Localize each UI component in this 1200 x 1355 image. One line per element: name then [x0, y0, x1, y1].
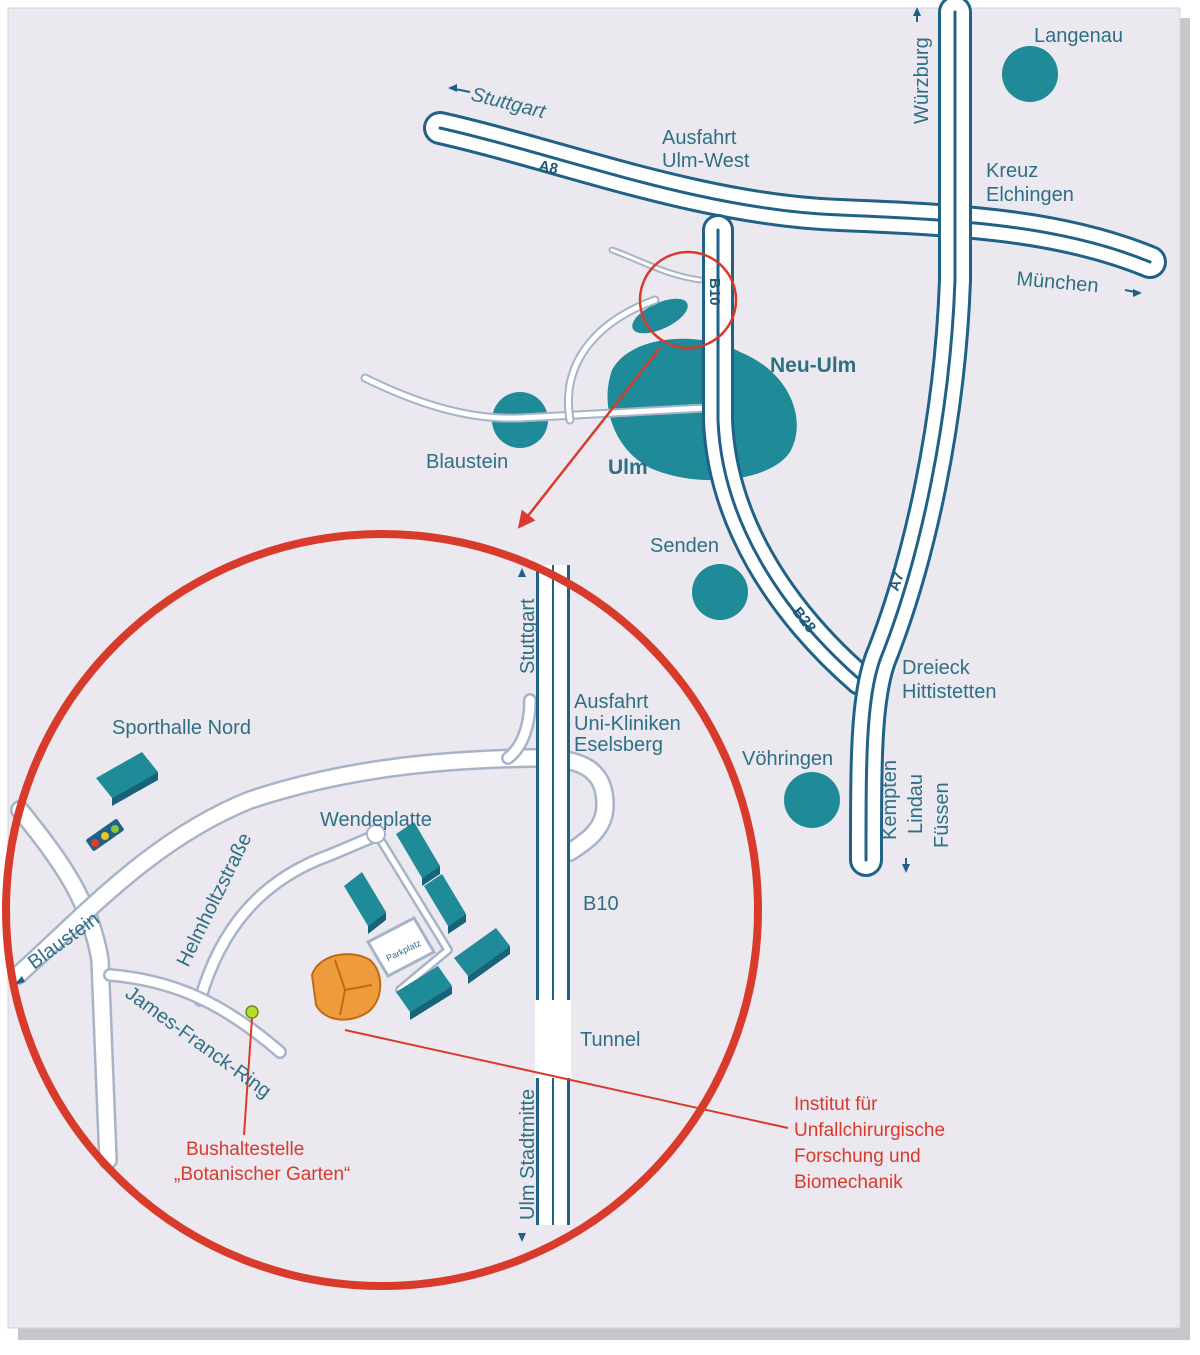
direction-arrows: [448, 7, 1142, 873]
kempten-direction-label: Kempten: [879, 760, 901, 840]
lindau-direction-label: Lindau: [905, 774, 927, 834]
kreuz-elchingen-label-line1: Kreuz: [986, 160, 1038, 182]
exit-unikliniken-label-line1: Ausfahrt: [574, 691, 649, 713]
tunnel-label: Tunnel: [580, 1029, 640, 1051]
ulm-stadtmitte-label: Ulm Stadtmitte: [517, 1089, 539, 1220]
b10-label: B10: [706, 278, 723, 306]
senden-label: Senden: [650, 535, 719, 557]
a8-highway: [423, 111, 1167, 279]
b10-b28-road: [702, 214, 876, 696]
map-background: [7, 7, 1181, 1329]
detail-stuttgart-label: Stuttgart: [517, 598, 539, 674]
dreieck-hittistetten-label-line2: Hittistetten: [902, 681, 996, 703]
ulm-west-exit-label-line2: Ulm-West: [662, 150, 750, 172]
detail-map: Parkplatz Stuttgart Ausfahrt Uni-Klinike…: [8, 565, 945, 1242]
institute-label-line1: Institut für: [794, 1094, 878, 1115]
blaustein-label: Blaustein: [426, 451, 508, 473]
wendeplatte-label: Wendeplatte: [320, 809, 432, 831]
voehringen-label: Vöhringen: [742, 748, 833, 770]
building-cluster: [344, 822, 510, 1020]
zoom-highlight-circle: [638, 250, 738, 350]
bus-stop-label-line2: „Botanischer Garten“: [174, 1164, 350, 1185]
traffic-light-icon: [86, 819, 124, 851]
stuttgart-arrow-icon: [518, 568, 526, 577]
institute-building: [310, 953, 382, 1021]
bus-stop-leader-line: [243, 1017, 253, 1136]
senden-city-dot: [692, 564, 748, 620]
langenau-city-dot: [1002, 46, 1058, 102]
detail-b10-road: [535, 565, 571, 1225]
institute-label-line4: Biomechanik: [794, 1172, 903, 1193]
ulm-west-exit-label-line1: Ausfahrt: [662, 127, 737, 149]
zoom-arrow: [517, 347, 661, 529]
building-sporthalle: [96, 752, 158, 806]
tunnel-segment: [535, 1000, 571, 1078]
detail-circle: [2, 530, 762, 1290]
exit-unikliniken-label-line3: Eselsberg: [574, 734, 663, 756]
a8-label: A8: [537, 157, 559, 178]
dreieck-hittistetten-label-line1: Dreieck: [902, 657, 971, 679]
bus-stop-label-line1: Bushaltestelle: [186, 1139, 304, 1160]
parkplatz: Parkplatz: [365, 916, 437, 978]
wendeplatte-marker: [366, 824, 386, 844]
a7-highway: [849, 0, 972, 877]
voehringen-city-dot: [784, 772, 840, 828]
detail-roads: [8, 693, 615, 1170]
langenau-label: Langenau: [1034, 25, 1123, 47]
fuessen-direction-label: Füssen: [931, 782, 953, 848]
neu-ulm-label: Neu-Ulm: [770, 354, 856, 377]
institute-label-line2: Unfallchirurgische: [794, 1120, 945, 1141]
institute-label-line3: Forschung und: [794, 1146, 921, 1167]
institute-leader-line: [344, 1029, 789, 1129]
exit-unikliniken-label-line2: Uni-Kliniken: [574, 713, 681, 735]
ulm-label: Ulm: [608, 456, 648, 479]
a7-label: A7: [886, 570, 908, 594]
kreuz-elchingen-label-line2: Elchingen: [986, 184, 1074, 206]
bus-stop-icon: [245, 1005, 259, 1019]
sporthalle-label: Sporthalle Nord: [112, 717, 251, 739]
stadtmitte-arrow-icon: [518, 1233, 526, 1242]
detail-b10-label: B10: [583, 893, 619, 915]
wuerzburg-direction-label: Würzburg: [911, 37, 933, 124]
